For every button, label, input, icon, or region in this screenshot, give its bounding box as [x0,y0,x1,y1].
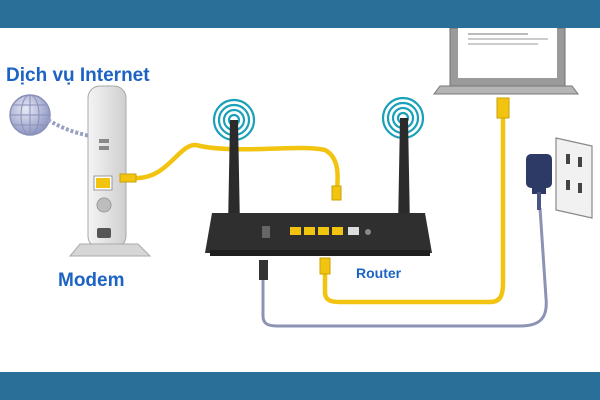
router-device [205,118,432,256]
modem-label: Modem [58,270,125,291]
ethernet-plug [119,173,137,183]
internet-service-label: Dịch vụ Internet [6,65,150,86]
ethernet-plug [319,257,331,275]
globe-icon [9,94,51,136]
bottom-frame-bar [0,372,600,400]
power-plug [259,260,268,280]
wall-outlet-icon [555,137,593,219]
network-diagram: Dịch vụ Internet Modem Router [0,28,600,372]
ethernet-plug [331,185,342,201]
ethernet-plug [496,97,510,119]
ethernet-cable-router-laptop [322,108,506,305]
ethernet-cable-modem-router [133,142,340,191]
laptop-icon [433,28,579,95]
router-label: Router [356,265,402,281]
power-adapter-icon [526,154,552,210]
coax-cable [47,118,91,138]
modem-device [68,85,152,257]
router-power-cable [261,207,548,328]
top-frame-bar [0,0,600,28]
diagram-canvas [9,28,593,328]
